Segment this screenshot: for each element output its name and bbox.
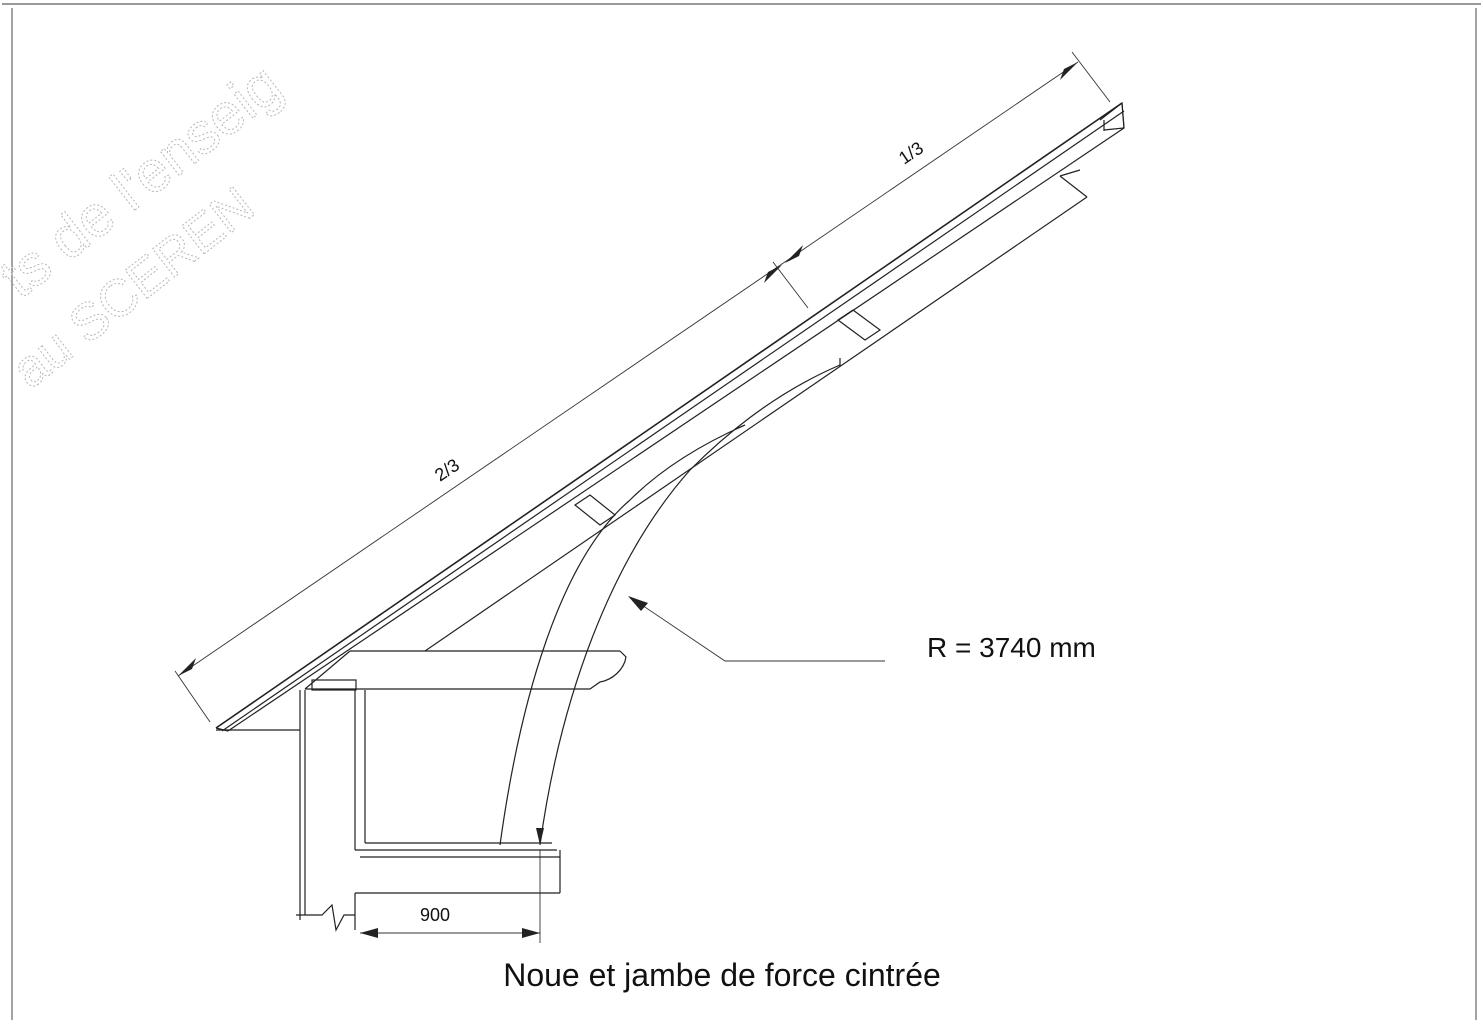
wall-post [296, 679, 366, 932]
struts [573, 309, 882, 526]
radius-label: R = 3740 mm [927, 632, 1096, 663]
sheet-frame [2, 3, 1481, 1020]
base-dimension [360, 828, 544, 943]
dimension-base: 900 [420, 905, 450, 925]
lower-member [424, 169, 1088, 652]
radius-leader [628, 596, 885, 662]
dimension-two-thirds: 2/3 [431, 455, 463, 486]
watermark: ts de l'enseig au SCEREN [0, 51, 294, 400]
valley-rafter [215, 102, 1125, 732]
rafter-dimension [174, 51, 1111, 723]
curved-brace [499, 358, 841, 846]
rafter-end-cap [1099, 101, 1125, 131]
dimension-one-third: 1/3 [895, 138, 927, 169]
drawing-title: Noue et jambe de force cintrée [503, 957, 941, 993]
base-plate [355, 842, 561, 894]
horizontal-beam [304, 650, 627, 690]
